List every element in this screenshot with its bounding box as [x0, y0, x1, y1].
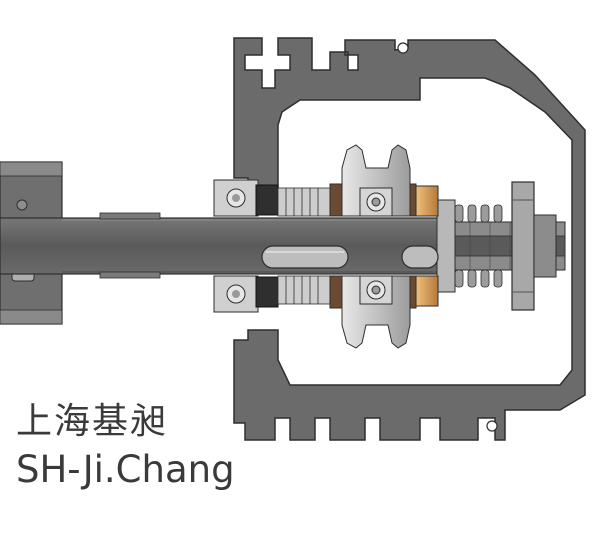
left-bearing-bottom — [213, 275, 259, 313]
housing-hook-bottom — [486, 420, 498, 432]
spacer-sleeve — [436, 199, 456, 293]
bronze-washer-top-left — [329, 183, 343, 217]
shaft-key-right — [401, 245, 439, 269]
compression-spring — [454, 204, 503, 288]
housing-hook-top — [397, 42, 409, 54]
watermark-chinese: 上海基昶 — [16, 401, 169, 442]
watermark-english: SH-Ji.Chang — [16, 448, 235, 491]
left-bearing-top — [213, 179, 259, 217]
bushing-top — [255, 184, 279, 216]
lock-nut-assembly — [511, 181, 557, 311]
needle-sleeve-top — [277, 187, 331, 217]
bronze-washer-bottom-left — [329, 275, 343, 309]
brass-spacer-bottom — [415, 275, 439, 307]
housing-outer-wall — [233, 37, 586, 441]
shaft-key-left — [261, 245, 349, 269]
sprocket-bottom — [341, 275, 411, 349]
housing-profile — [233, 37, 586, 441]
main-shaft — [0, 212, 456, 279]
sprocket-top — [341, 144, 411, 217]
bushing-bottom — [255, 276, 279, 308]
needle-sleeve-bottom — [277, 275, 331, 305]
brass-spacer-top — [415, 185, 439, 217]
